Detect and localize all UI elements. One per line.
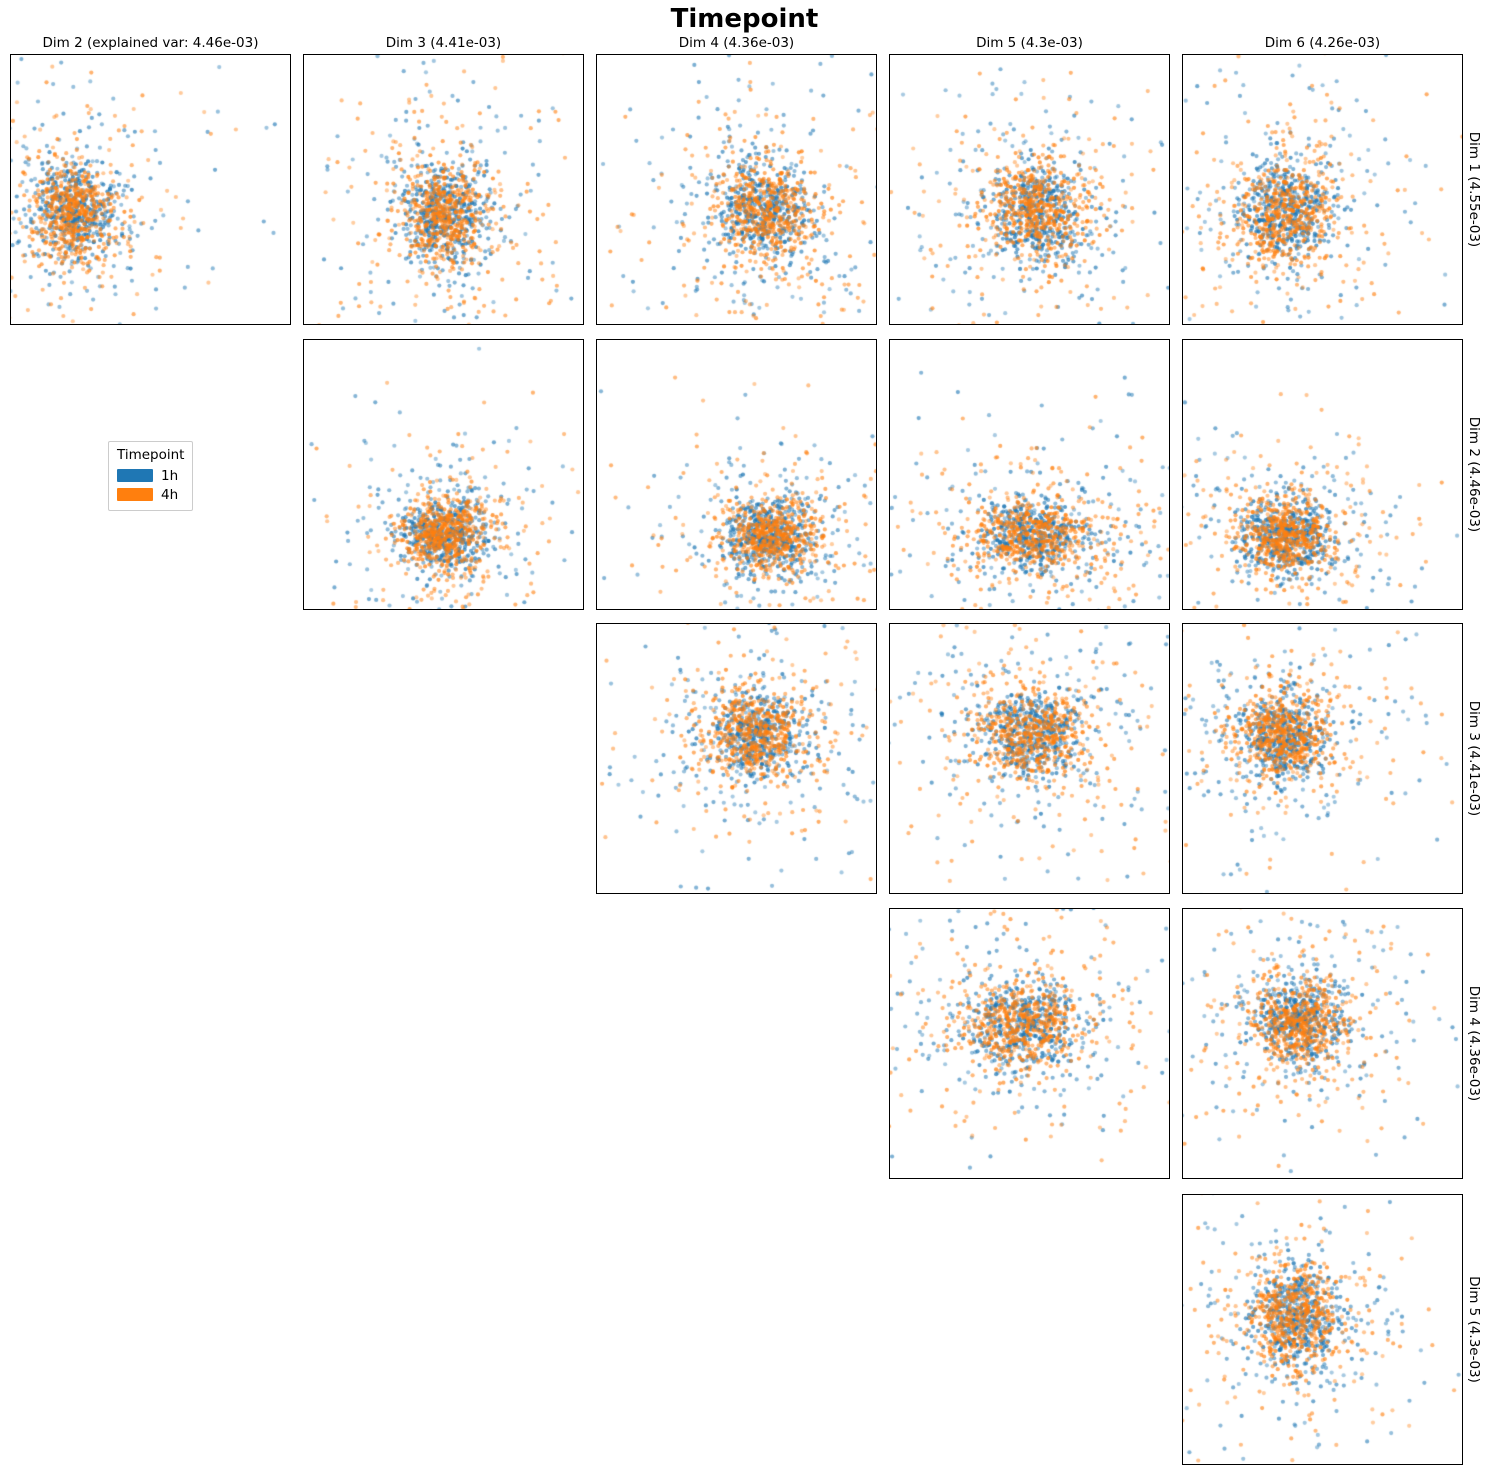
row-title-3: Dim 3 (4.41e-03) [1466,700,1482,817]
scatter-canvas [890,909,1169,1178]
scatter-canvas [597,55,876,324]
scatter-canvas [1183,624,1462,893]
scatter-panel-r2c2[interactable] [303,339,584,610]
scatter-panel-r3c4[interactable] [889,623,1170,894]
legend[interactable]: Timepoint 1h 4h [108,441,194,511]
scatter-panel-r1c5[interactable] [1182,54,1463,325]
row-title-1: Dim 1 (4.55e-03) [1466,131,1482,248]
scatter-panel-r5c5[interactable] [1182,1194,1463,1465]
column-title-1: Dim 2 (explained var: 4.46e-03) [42,35,259,51]
column-title-3: Dim 4 (4.36e-03) [678,35,795,51]
legend-label-4h: 4h [161,486,179,503]
legend-swatch-icon-1h [117,469,153,482]
scatter-canvas [1183,340,1462,609]
legend-item-1h[interactable]: 1h [117,466,184,485]
column-title-4: Dim 5 (4.3e-03) [976,35,1083,51]
scatter-panel-r1c2[interactable] [303,54,584,325]
row-title-4: Dim 4 (4.36e-03) [1466,985,1482,1102]
scatter-canvas [1183,55,1462,324]
page-title: Timepoint [670,4,819,34]
scatter-panel-r4c5[interactable] [1182,908,1463,1179]
scatter-canvas [1183,909,1462,1178]
scatter-panel-r2c3[interactable] [596,339,877,610]
scatter-canvas [11,55,290,324]
scatter-canvas [304,55,583,324]
scatter-panel-r3c3[interactable] [596,623,877,894]
scatter-canvas [890,340,1169,609]
scatter-canvas [597,624,876,893]
scatter-panel-r2c4[interactable] [889,339,1170,610]
legend-title: Timepoint [117,447,185,463]
scatter-panel-r3c5[interactable] [1182,623,1463,894]
legend-swatch-icon-4h [117,488,153,501]
scatter-canvas [1183,1195,1462,1464]
row-title-5: Dim 5 (4.3e-03) [1466,1276,1482,1383]
column-title-2: Dim 3 (4.41e-03) [385,35,502,51]
scatter-canvas [597,340,876,609]
scatter-panel-r1c1[interactable] [10,54,291,325]
scatter-canvas [890,55,1169,324]
scatter-panel-r1c4[interactable] [889,54,1170,325]
scatter-canvas [890,624,1169,893]
row-title-2: Dim 2 (4.46e-03) [1466,416,1482,533]
scatter-canvas [304,340,583,609]
scatter-panel-r4c4[interactable] [889,908,1170,1179]
scatter-panel-r1c3[interactable] [596,54,877,325]
column-title-5: Dim 6 (4.26e-03) [1264,35,1381,51]
legend-item-4h[interactable]: 4h [117,485,184,504]
legend-label-1h: 1h [161,467,179,484]
scatter-panel-r2c5[interactable] [1182,339,1463,610]
